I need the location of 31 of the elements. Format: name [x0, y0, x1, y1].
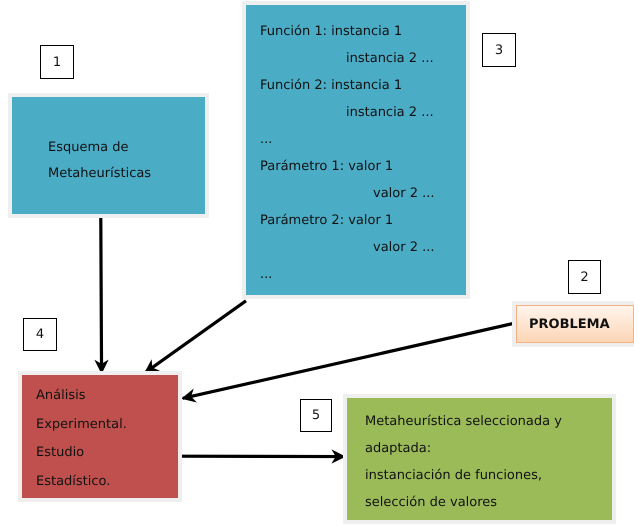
box-text: Función 2: instancia 1: [260, 77, 404, 95]
callout-number: 5: [312, 408, 320, 423]
box-text: instancia 2 ...: [346, 104, 435, 122]
box-text: instancia 2 ...: [346, 50, 435, 68]
number-box: [482, 33, 516, 67]
box-text: valor 2 ...: [373, 239, 436, 257]
box-text: Parámetro 2: valor 1: [260, 212, 394, 230]
process-box: [12, 97, 205, 214]
callout-number: 1: [52, 54, 62, 70]
callout-number: 3: [494, 42, 504, 58]
result-box: [347, 398, 612, 520]
box-text: valor 2 ...: [373, 185, 436, 203]
box-text: ...: [260, 131, 274, 149]
number-box: [568, 260, 601, 294]
box-text: Parámetro 1: valor 1: [260, 158, 394, 176]
arrow: [144, 300, 247, 374]
process-box: [22, 375, 178, 498]
number-box: [300, 399, 332, 432]
box-text: Esquema de Metaheurísticas: [48, 139, 152, 183]
callout-number: 2: [580, 270, 589, 284]
box-text: Metaheurística seleccionada y adaptada:: [365, 413, 563, 458]
box-text: PROBLEMA: [529, 316, 611, 334]
box-text: ...: [260, 266, 274, 284]
box-text: Función 1: instancia 1: [260, 23, 404, 41]
process-box: [246, 5, 466, 295]
arrow: [94, 216, 109, 374]
callout-number: 4: [36, 327, 44, 342]
number-box: [23, 318, 57, 351]
box-text: Análisis Experimental. Estudio Estadístico.: [36, 387, 128, 490]
number-box: [40, 45, 74, 79]
box-text: instanciación de funciones, selección de valores: [365, 467, 544, 512]
